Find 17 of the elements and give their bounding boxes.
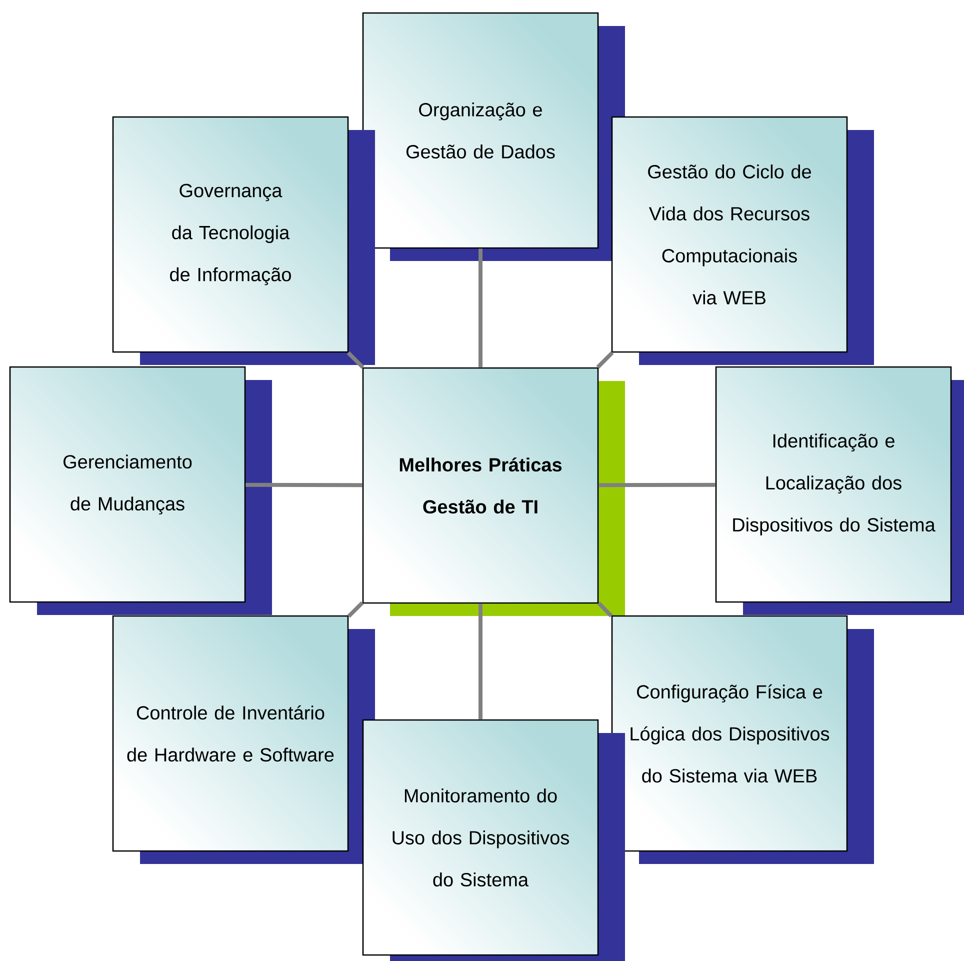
hub-box: Melhores Práticas Gestão de TI: [362, 367, 625, 616]
topic-box: Gerenciamento de Mudanças: [9, 366, 272, 615]
topic-box: Monitoramento do Uso dos Dispositivos do Sistema: [362, 719, 625, 961]
topic-box: Controle de Inventário de Hardware e Software: [112, 615, 375, 864]
topic-box: Governança da Tecnologia de Informação: [112, 116, 375, 365]
connector-line: [597, 602, 613, 618]
topic-box: Configuração Física e Lógica dos Dispositivos do Sistema via WEB: [611, 615, 874, 864]
connector-line: [347, 601, 364, 618]
connector-line: [598, 482, 716, 488]
topic-box: Identificação e Localização dos Dispositivos do Sistema: [715, 366, 964, 615]
connector-line: [346, 351, 364, 369]
topic-box: Gestão do Ciclo de Vida dos Recursos Computacionais via WEB: [611, 116, 874, 365]
topic-box: Organização e Gestão de Dados: [362, 12, 625, 261]
connector-line: [478, 604, 482, 720]
connector-line: [596, 351, 614, 369]
connector-line: [478, 248, 482, 368]
connector-line: [246, 482, 362, 488]
